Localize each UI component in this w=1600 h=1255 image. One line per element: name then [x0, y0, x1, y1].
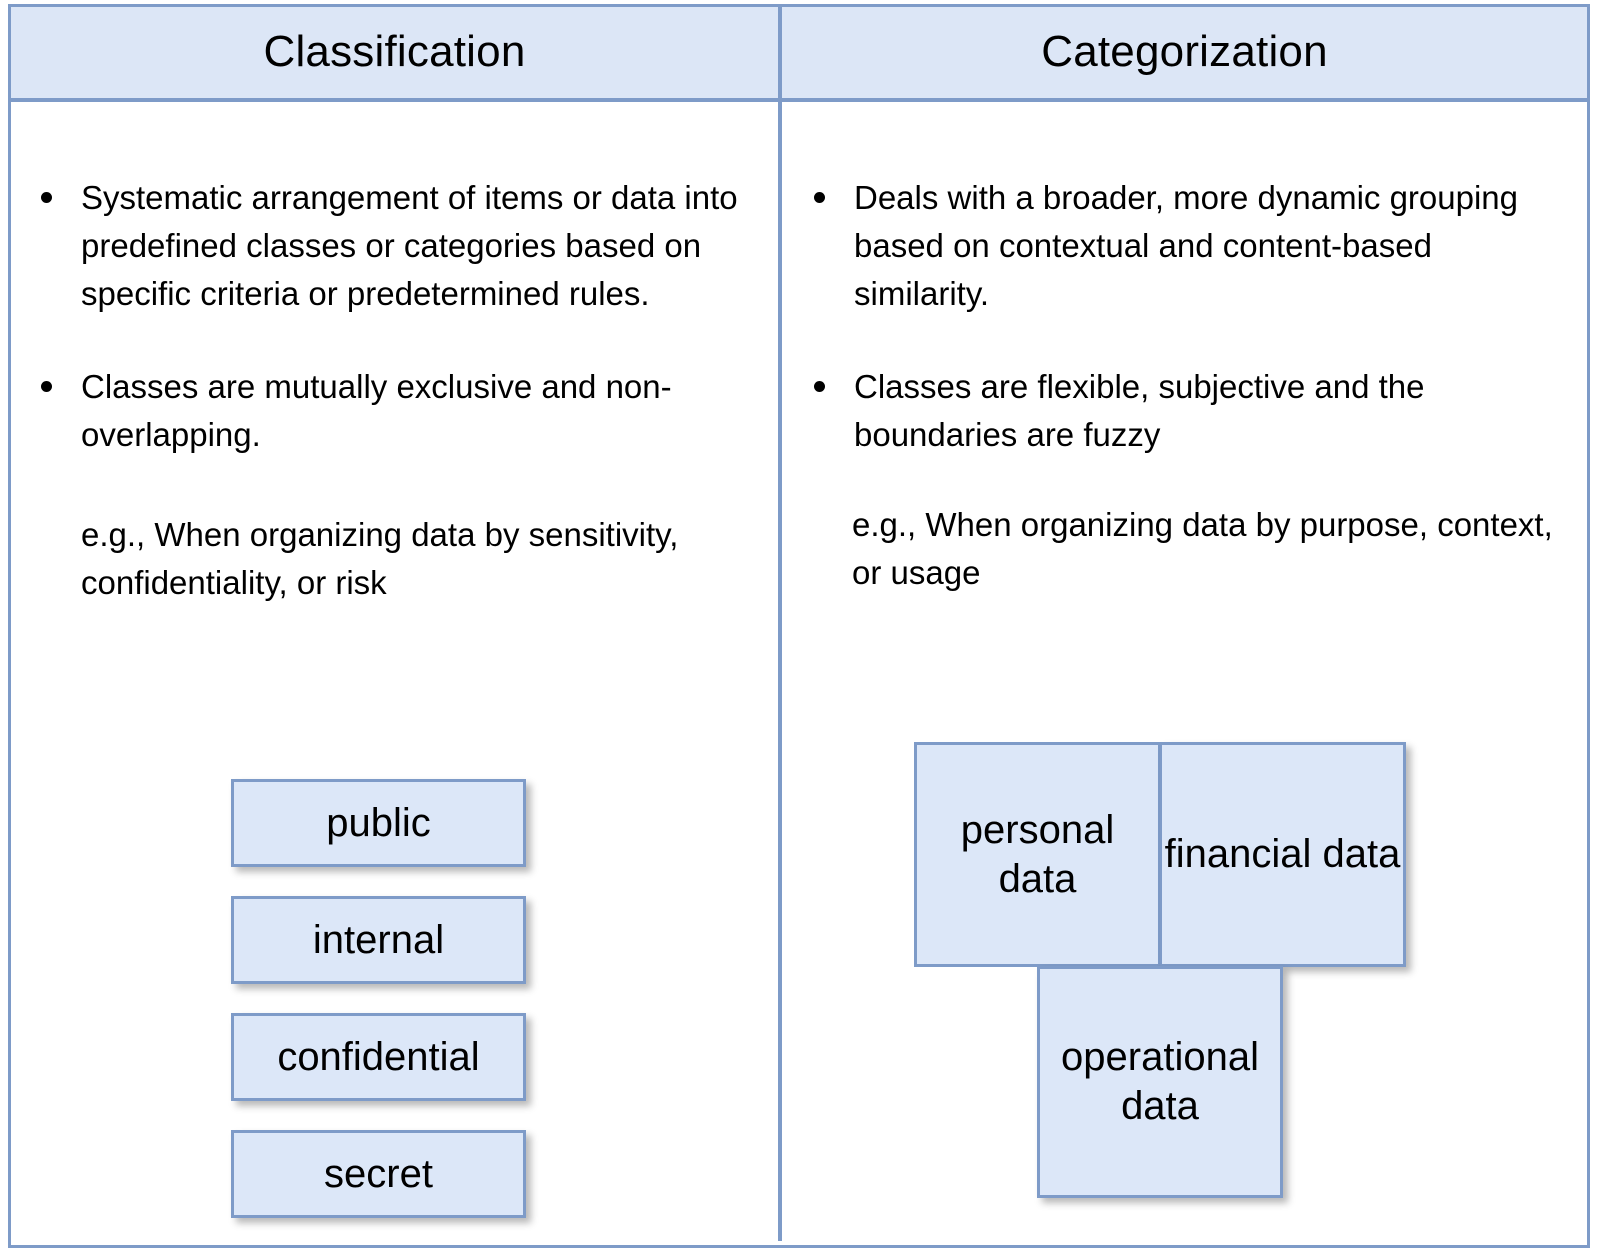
class-box-confidential: confidential: [231, 1013, 526, 1101]
classification-header-title: Classification: [263, 27, 526, 77]
table-body-row: Systematic arrangement of items or data …: [11, 102, 1587, 1241]
bullet-text: Systematic arrangement of items or data …: [81, 179, 738, 313]
bullet-dot-icon: [814, 192, 825, 203]
bullet-dot-icon: [814, 380, 825, 392]
list-item: Deals with a broader, more dynamic group…: [796, 174, 1573, 319]
list-item: Classes are flexible, subjective and the…: [796, 363, 1573, 459]
class-box-label: confidential: [277, 1034, 480, 1079]
list-item: Classes are mutually exclusive and non-o…: [23, 363, 772, 459]
cat-box-financial-data: financial data: [1160, 742, 1406, 967]
list-item: Systematic arrangement of items or data …: [23, 174, 772, 319]
categorization-example-note: e.g., When organizing data by purpose, c…: [852, 505, 1553, 592]
categorization-box-cluster: personal data financial data operational…: [914, 742, 1414, 1212]
body-cell-classification: Systematic arrangement of items or data …: [11, 102, 782, 1241]
bullet-text: Classes are mutually exclusive and non-o…: [81, 367, 672, 453]
categorization-box-row-top: personal data financial data: [914, 742, 1406, 967]
bullet-text: Deals with a broader, more dynamic group…: [854, 179, 1519, 313]
categorization-header-title: Categorization: [1041, 27, 1328, 77]
bullet-dot-icon: [41, 380, 52, 392]
cat-box-label: operational data: [1061, 1035, 1259, 1128]
comparison-table: Classification Categorization Systematic…: [8, 4, 1590, 1248]
class-box-label: public: [326, 800, 431, 845]
class-box-public: public: [231, 779, 526, 867]
cat-box-personal-data: personal data: [914, 742, 1160, 967]
bullet-text: Classes are flexible, subjective and the…: [854, 367, 1425, 453]
cat-box-operational-data: operational data: [1037, 966, 1283, 1198]
table-header-row: Classification Categorization: [11, 7, 1587, 102]
class-box-label: internal: [312, 917, 445, 962]
categorization-box-row-bottom: operational data: [1037, 966, 1283, 1198]
categorization-bullet-list: Deals with a broader, more dynamic group…: [796, 174, 1573, 459]
classification-content: Systematic arrangement of items or data …: [11, 102, 778, 607]
categorization-content: Deals with a broader, more dynamic group…: [782, 102, 1587, 597]
classification-box-stack: public internal confidential secret: [231, 779, 526, 1218]
classification-example-note: e.g., When organizing data by sensitivit…: [81, 515, 679, 602]
class-box-label: secret: [324, 1151, 433, 1196]
class-box-internal: internal: [231, 896, 526, 984]
class-box-secret: secret: [231, 1130, 526, 1218]
classification-bullet-list: Systematic arrangement of items or data …: [23, 174, 772, 459]
bullet-dot-icon: [41, 192, 52, 203]
cat-box-label: personal data: [960, 807, 1115, 901]
header-cell-classification: Classification: [11, 7, 782, 98]
cat-box-label: financial data: [1164, 832, 1401, 877]
header-cell-categorization: Categorization: [782, 7, 1587, 98]
body-cell-categorization: Deals with a broader, more dynamic group…: [782, 102, 1587, 1241]
